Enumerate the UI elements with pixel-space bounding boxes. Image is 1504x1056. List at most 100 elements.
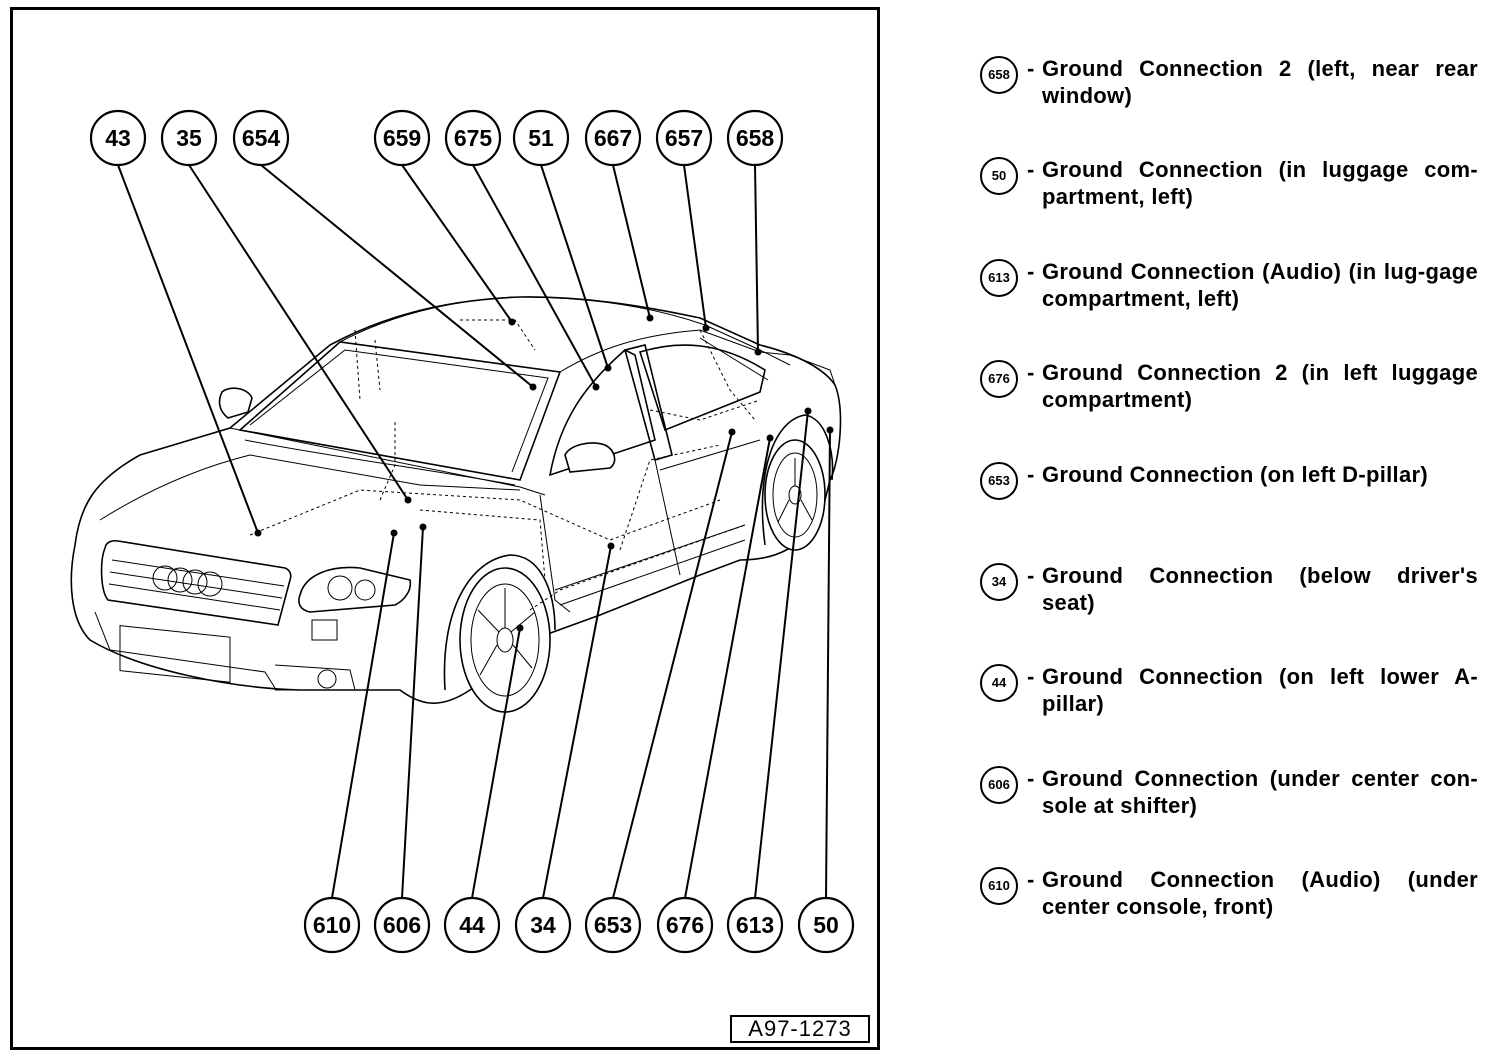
legend-number-badge: 613 <box>980 258 1018 297</box>
callout-circle <box>512 109 570 167</box>
legend-number-badge: 44 <box>980 664 1018 703</box>
callout-653: 653 <box>584 896 642 954</box>
figure-frame <box>10 7 880 1050</box>
callout-658: 658 <box>726 109 784 167</box>
connection-point-dot <box>390 529 398 537</box>
legend-dash: - <box>1027 461 1035 487</box>
legend-description: Ground Connection (in luggage com-partme… <box>1042 157 1478 210</box>
callout-number: 654 <box>242 125 281 151</box>
callout-circle <box>373 109 431 167</box>
connection-point-dot <box>529 383 537 391</box>
leader-line <box>472 164 597 388</box>
callout-number: 50 <box>813 912 839 938</box>
legend-number-badge: 34 <box>980 563 1018 601</box>
legend-description: Ground Connection 2 (in left luggage com… <box>1042 360 1478 413</box>
connection-point-dot <box>826 426 834 434</box>
callout-43: 43 <box>89 109 147 167</box>
callout-circle <box>797 896 855 954</box>
connection-point-dot <box>804 407 812 415</box>
legend-dash: - <box>1027 867 1035 893</box>
callout-number: 44 <box>459 912 485 938</box>
connection-point-dot <box>254 529 262 537</box>
callout-circle <box>584 896 642 954</box>
leader-line <box>401 164 513 323</box>
callout-circle <box>726 109 784 167</box>
legend-dash: - <box>1027 56 1035 81</box>
connection-point-dot <box>404 496 412 504</box>
figure-id-label: A97-1273 <box>730 1015 870 1043</box>
connection-point-dot <box>766 434 774 442</box>
callout-circle <box>444 109 502 167</box>
leader-line <box>542 545 612 899</box>
leader-line <box>471 627 521 899</box>
legend-number-badge: 676 <box>980 360 1018 399</box>
leader-line <box>754 410 809 899</box>
leader-line <box>683 164 707 329</box>
callout-50: 50 <box>797 896 855 954</box>
legend-dash: - <box>1027 664 1035 690</box>
car-illustration <box>70 296 842 713</box>
leader-line <box>540 164 609 369</box>
connection-point-dot <box>646 314 654 322</box>
callout-613: 613 <box>726 896 784 954</box>
callout-circle <box>584 109 642 167</box>
grille-logo <box>152 565 223 597</box>
legend-number-badge: 50 <box>980 157 1018 196</box>
callout-number: 667 <box>594 125 632 151</box>
callout-number: 43 <box>105 125 131 151</box>
callout-44: 44 <box>443 896 501 954</box>
callout-35: 35 <box>160 109 218 167</box>
callout-number: 34 <box>530 912 556 938</box>
callout-number: 676 <box>666 912 704 938</box>
callout-654: 654 <box>232 109 290 167</box>
leader-line <box>825 429 831 899</box>
connection-point-dot <box>728 428 736 436</box>
callout-number: 606 <box>383 912 421 938</box>
connection-points <box>254 314 834 632</box>
connection-point-dot <box>754 348 762 356</box>
callout-number: 653 <box>594 912 632 938</box>
callout-51: 51 <box>512 109 570 167</box>
callout-number: 35 <box>176 125 202 151</box>
callout-number: 613 <box>736 912 774 938</box>
legend-number-badge: 653 <box>980 461 1018 500</box>
legend-description: Ground Connection (Audio) (under center … <box>1042 867 1478 920</box>
legend-description: Ground Connection (Audio) (in lug-gage c… <box>1042 258 1478 311</box>
connection-point-dot <box>604 364 612 372</box>
callout-676: 676 <box>656 896 714 954</box>
leader-line <box>260 164 534 388</box>
callout-659: 659 <box>373 109 431 167</box>
callout-circle <box>443 896 501 954</box>
connection-point-dot <box>508 318 516 326</box>
connection-point-dot <box>607 542 615 550</box>
callout-circle <box>232 109 290 167</box>
callout-circle <box>655 109 713 167</box>
callout-number: 51 <box>528 125 554 151</box>
leader-line <box>188 164 409 501</box>
leader-line <box>331 532 395 899</box>
interior-hidden-lines <box>249 319 761 611</box>
legend-description: Ground Connection 2 (left, near rear win… <box>1042 56 1478 108</box>
callout-number: 610 <box>313 912 351 938</box>
legend-dash: - <box>1027 765 1035 791</box>
leader-lines <box>117 164 831 899</box>
legend-description: Ground Connection (on left D-pillar) <box>1042 461 1428 487</box>
legend-dash: - <box>1027 157 1035 183</box>
leader-line <box>401 526 424 899</box>
callout-circle <box>656 896 714 954</box>
callout-667: 667 <box>584 109 642 167</box>
callout-657: 657 <box>655 109 713 167</box>
callout-610: 610 <box>303 896 361 954</box>
legend-dash: - <box>1027 258 1035 284</box>
leader-line <box>612 164 651 319</box>
leader-line <box>117 164 259 534</box>
legend-number-badge: 606 <box>980 765 1018 804</box>
connection-point-dot <box>516 624 524 632</box>
legend-number-badge: 610 <box>980 867 1018 906</box>
callout-circle <box>514 896 572 954</box>
callout-number: 657 <box>665 125 703 151</box>
leader-line <box>612 431 733 899</box>
legend-description: Ground Connection (below driver's seat) <box>1042 563 1478 615</box>
callout-number: 675 <box>454 125 493 151</box>
